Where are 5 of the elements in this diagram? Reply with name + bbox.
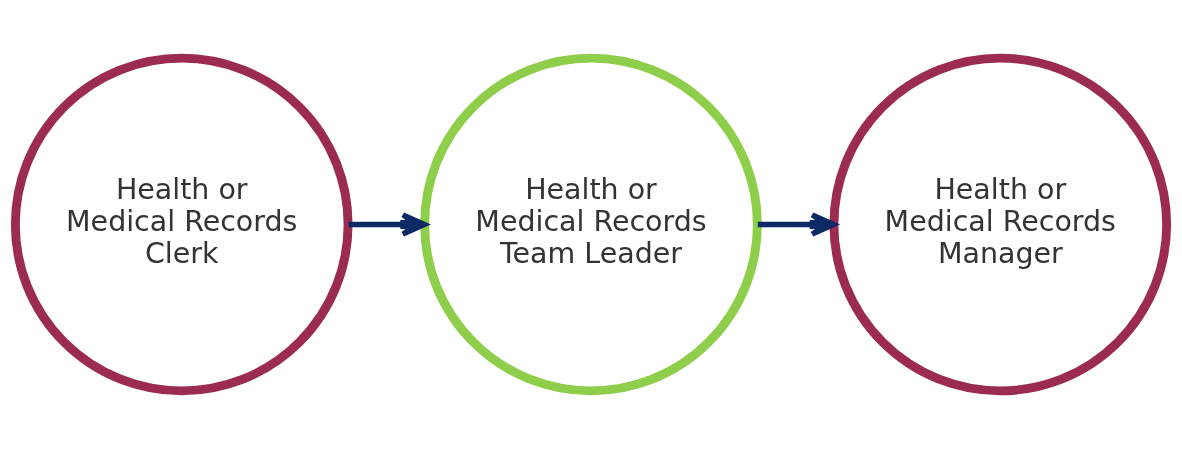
node-circle: Health or Medical Records Team Leader <box>420 53 762 396</box>
node-circle: Health or Medical Records Manager <box>829 53 1172 396</box>
arrow <box>348 212 428 237</box>
arrow <box>757 212 837 237</box>
node-circle: Health or Medical Records Clerk <box>10 53 353 396</box>
